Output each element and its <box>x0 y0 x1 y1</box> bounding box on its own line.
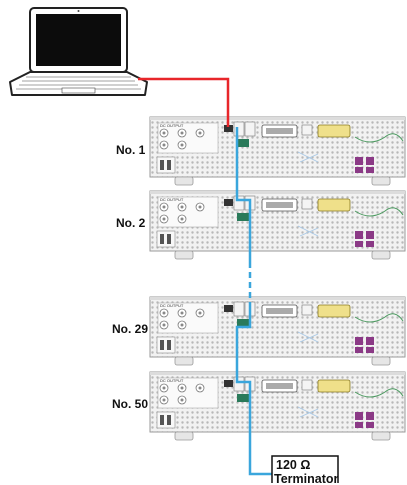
usb-cable <box>138 77 230 127</box>
terminator-value: 120 Ω <box>276 458 310 472</box>
unit-label-29: No. 29 <box>112 322 149 336</box>
unit-label-1: No. 1 <box>116 143 146 157</box>
laptop-icon <box>9 7 148 96</box>
unit-29-rear-panel: DC OUTPUT <box>149 296 406 366</box>
terminator-label: Terminator <box>274 472 338 485</box>
svg-text:DC OUTPUT: DC OUTPUT <box>160 197 184 202</box>
svg-text:DC OUTPUT: DC OUTPUT <box>160 378 184 383</box>
terminator-box: 120 Ω Terminator <box>271 455 339 485</box>
unit-label-50: No. 50 <box>112 397 149 411</box>
svg-text:DC OUTPUT: DC OUTPUT <box>160 123 184 128</box>
bus-cable <box>235 127 272 476</box>
svg-text:DC OUTPUT: DC OUTPUT <box>160 303 184 308</box>
unit-1-rear-panel: DC OUTPUT <box>149 116 406 186</box>
unit-2-rear-panel: DC OUTPUT <box>149 190 406 260</box>
unit-50-rear-panel: DC OUTPUT <box>149 371 406 441</box>
unit-label-2: No. 2 <box>116 216 146 230</box>
